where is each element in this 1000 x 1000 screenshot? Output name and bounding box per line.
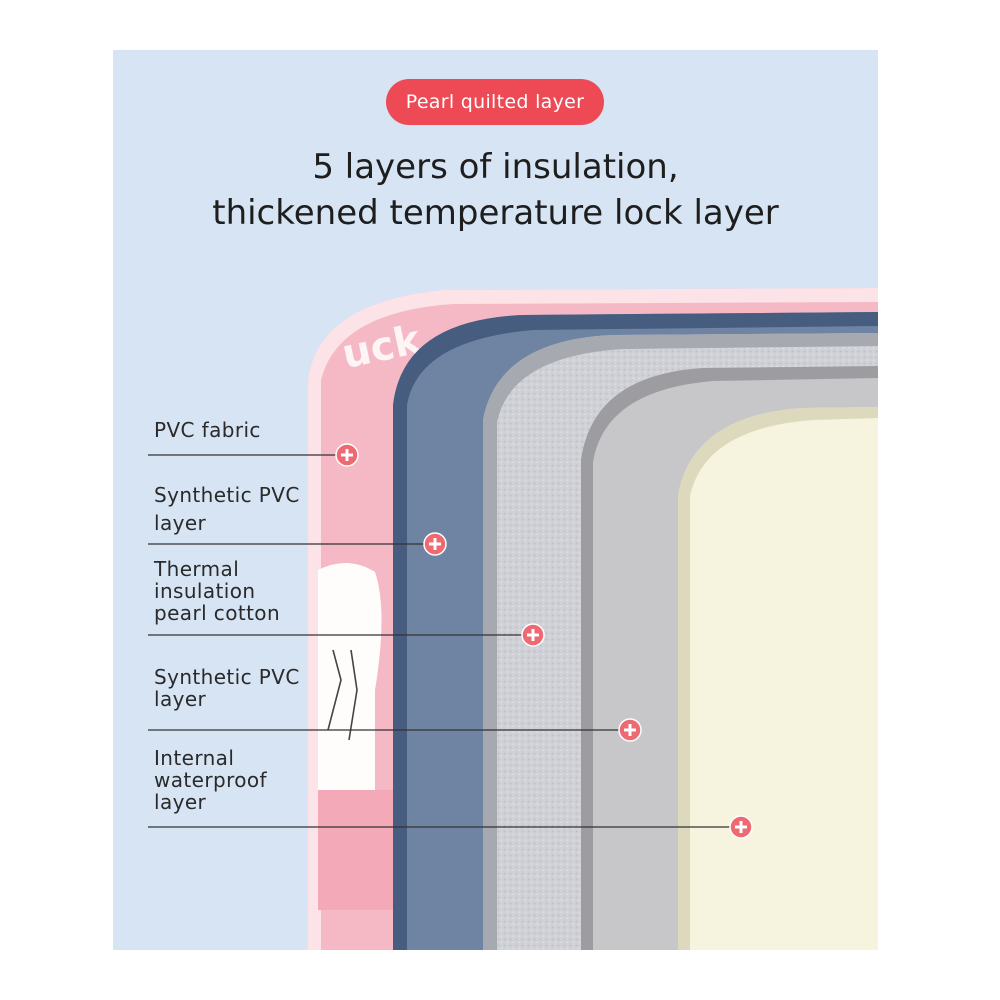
product-illustration-panel: Pearl quilted layer 5 layers of insulati… (113, 50, 878, 950)
layer-label-internal-waterproof: Internal waterproof layer (154, 747, 267, 813)
layer-label-line: Thermal (154, 557, 240, 581)
layer-label-synthetic-pvc-2: Synthetic PVC layer (154, 666, 300, 710)
layer-label-line: Internal (154, 746, 235, 770)
headline-line-1: 5 layers of insulation, (312, 147, 679, 187)
layer-label-synthetic-pvc-1: Synthetic PVC layer (154, 481, 300, 537)
layer-label-line: pearl cotton (154, 601, 281, 625)
layer-cross-section: uck (148, 288, 878, 950)
layer-label-line: waterproof (154, 768, 267, 792)
layer-label-line: insulation (154, 579, 256, 603)
plus-icon (423, 532, 447, 556)
layer-label-pearl-cotton: Thermal insulation pearl cotton (154, 558, 280, 624)
layer-label-pvc-fabric: PVC fabric (154, 419, 261, 441)
plus-icon (521, 623, 545, 647)
plus-icon (618, 718, 642, 742)
plus-icon (729, 815, 753, 839)
layer-label-line: PVC fabric (154, 418, 261, 442)
plus-icon (335, 443, 359, 467)
layer-label-line: Synthetic PVC (154, 665, 300, 689)
layer-badge: Pearl quilted layer (386, 79, 604, 125)
headline-line-2: thickened temperature lock layer (212, 193, 779, 233)
layer-label-line: layer (154, 790, 207, 814)
layer-label-line: Synthetic PVC (154, 483, 300, 507)
internal-waterproof-layer (678, 407, 878, 950)
layer-label-line: layer (154, 687, 207, 711)
layer-label-line: layer (154, 511, 207, 535)
